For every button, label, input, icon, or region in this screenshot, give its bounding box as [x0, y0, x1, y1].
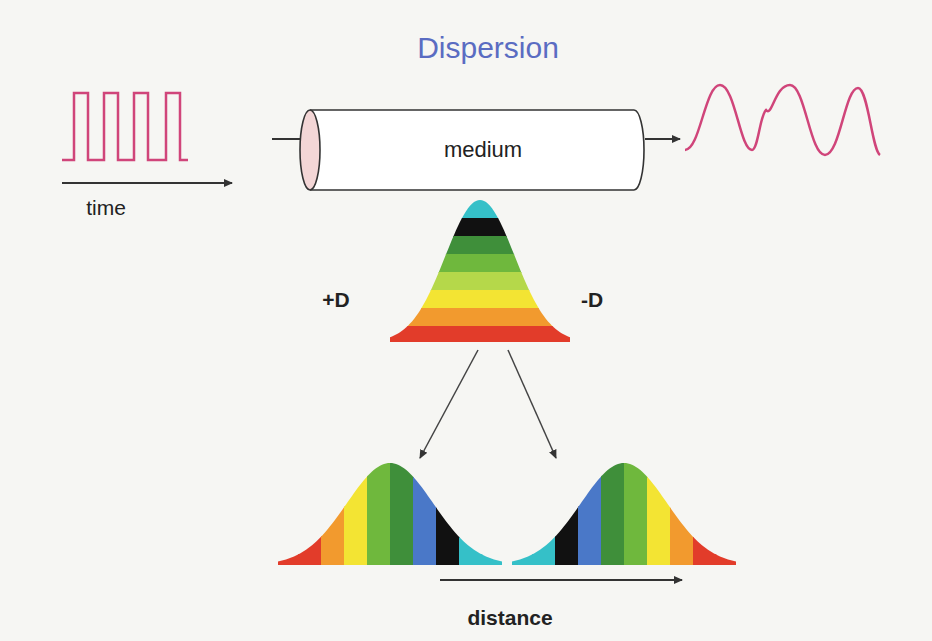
- split-arrow: [420, 350, 478, 458]
- dispersed-pulse: [512, 460, 736, 570]
- distance-arrow: [440, 579, 682, 581]
- split-arrow: [508, 350, 556, 458]
- spectrum-pulse: [385, 200, 575, 345]
- dispersion-sign: +D: [322, 288, 349, 312]
- diagram-title: Dispersion: [417, 31, 559, 65]
- square-wave: [62, 93, 188, 160]
- medium-tube: medium: [298, 108, 648, 192]
- time-arrow: [62, 182, 232, 184]
- dispersed-pulse: [278, 460, 502, 570]
- axis-label: time: [86, 196, 126, 220]
- axis-label: distance: [467, 606, 552, 630]
- output-arrow: [645, 138, 680, 140]
- dispersion-sign: -D: [581, 288, 603, 312]
- distorted-wave: [685, 85, 880, 155]
- tube-end: [300, 110, 320, 190]
- node-text-holder: medium: [298, 108, 648, 163]
- node-label: medium: [318, 137, 648, 163]
